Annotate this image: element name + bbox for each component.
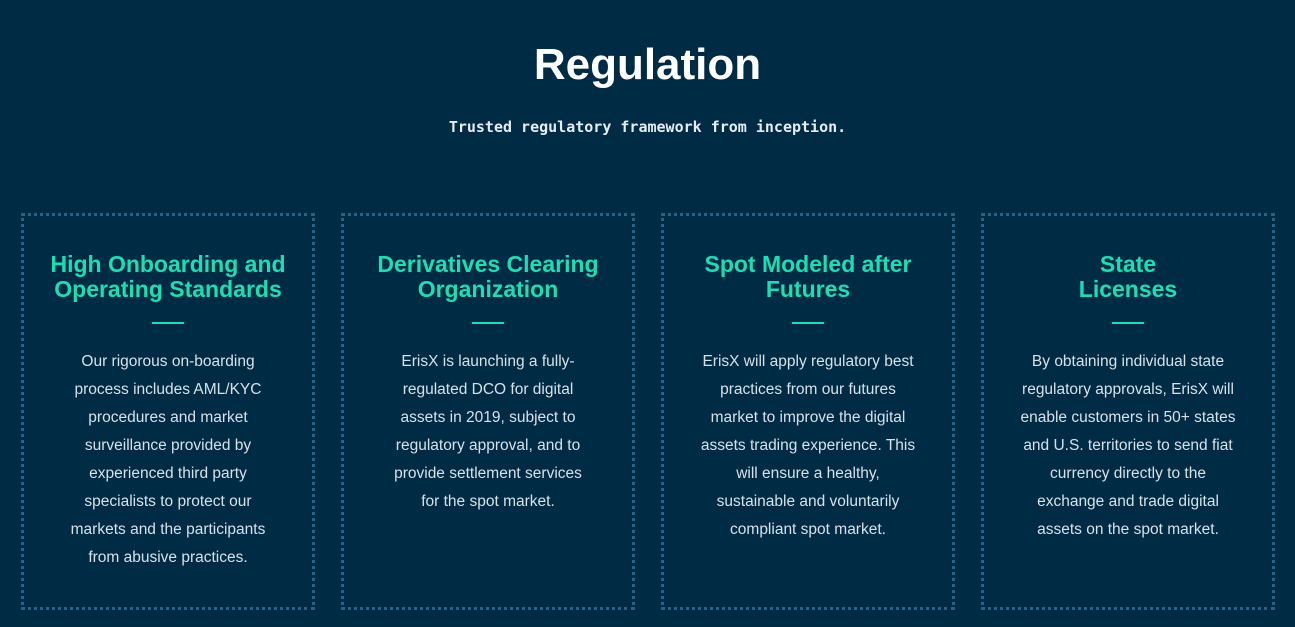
card-divider	[792, 322, 824, 324]
regulation-cards: High Onboarding and Operating Standards …	[21, 213, 1277, 610]
card-body: By obtaining individual state regulatory…	[1020, 353, 1236, 538]
card-divider	[472, 322, 504, 324]
card-title: High Onboarding and Operating Standards	[50, 251, 286, 302]
section-subtitle: Trusted regulatory framework from incept…	[448, 118, 847, 136]
card-body: ErisX will apply regulatory best practic…	[700, 353, 916, 538]
card-state-licenses: State Licenses By obtaining individual s…	[981, 213, 1275, 610]
card-body: Our rigorous on-boarding process include…	[70, 353, 266, 566]
card-spot-modeled: Spot Modeled after Futures ErisX will ap…	[661, 213, 955, 610]
card-derivatives-clearing: Derivatives Clearing Organization ErisX …	[341, 213, 635, 610]
card-title: State Licenses	[1078, 251, 1178, 302]
card-onboarding-standards: High Onboarding and Operating Standards …	[21, 213, 315, 610]
card-title: Derivatives Clearing Organization	[377, 251, 599, 302]
card-divider	[152, 322, 184, 324]
card-title: Spot Modeled after Futures	[704, 251, 912, 302]
section-title: Regulation	[533, 40, 762, 89]
card-body: ErisX is launching a fully-regulated DCO…	[394, 353, 582, 510]
card-divider	[1112, 322, 1144, 324]
